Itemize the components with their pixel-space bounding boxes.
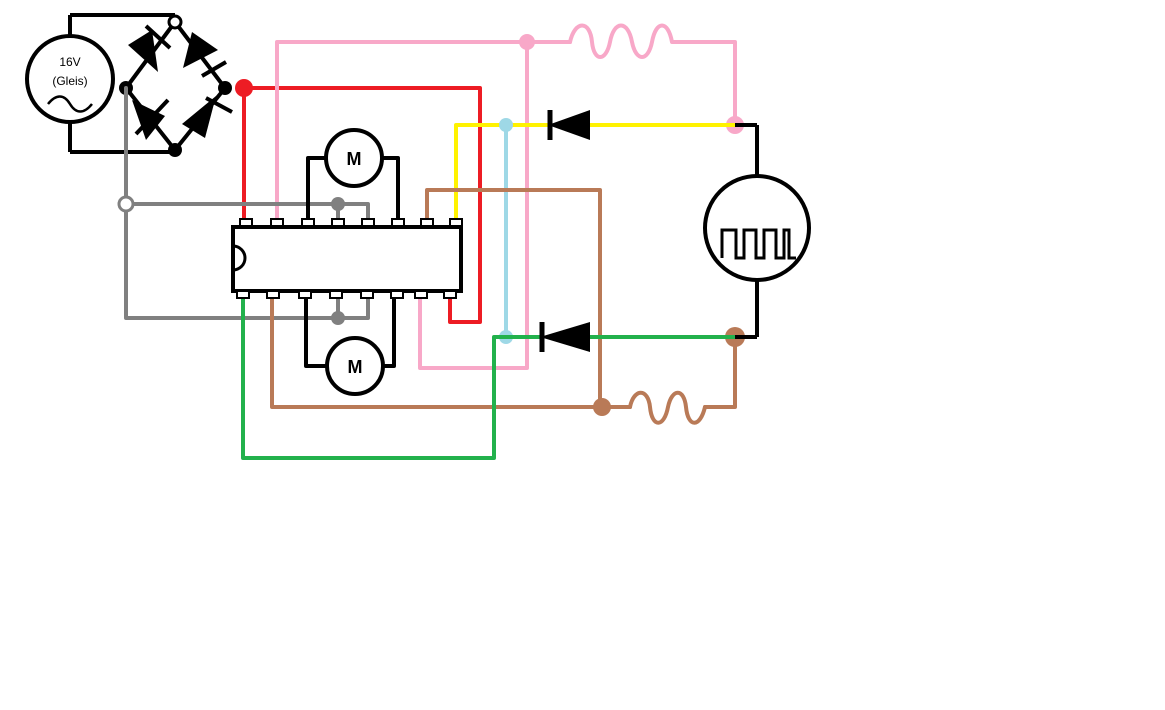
gray-junction bbox=[117, 195, 135, 213]
motor-top: M bbox=[306, 128, 400, 220]
diode-icon bbox=[183, 32, 228, 78]
red-wire bbox=[242, 86, 482, 324]
diode-icon bbox=[547, 110, 590, 140]
brown-resistor-icon bbox=[628, 390, 707, 425]
ic-pin-bottom-5 bbox=[360, 290, 374, 299]
yellow-wire bbox=[454, 123, 737, 222]
motor-top-label: M bbox=[347, 149, 362, 169]
lightblue-junction bbox=[499, 118, 513, 132]
ic-chip bbox=[231, 218, 463, 299]
ic-pin-top-8 bbox=[449, 218, 463, 227]
square-wave-icon bbox=[720, 228, 796, 260]
ic-pin-top-5 bbox=[361, 218, 375, 227]
ac-wave-icon bbox=[47, 95, 93, 113]
ic-pin-bottom-3 bbox=[298, 290, 312, 299]
ic-pin-bottom-6 bbox=[390, 290, 404, 299]
ic-pin-top-7 bbox=[420, 218, 434, 227]
ic-pin-bottom-1 bbox=[236, 290, 250, 299]
motor-bottom-label: M bbox=[348, 357, 363, 377]
diode-icon bbox=[132, 98, 170, 140]
ic-notch-icon bbox=[232, 244, 247, 272]
ic-pin-top-3 bbox=[301, 218, 315, 227]
ic-pin-top-1 bbox=[239, 218, 253, 227]
ic-pin-top-2 bbox=[270, 218, 284, 227]
red-junction bbox=[235, 79, 253, 97]
source-track-label: (Gleis) bbox=[52, 74, 87, 88]
ic-pin-top-4 bbox=[331, 218, 345, 227]
diode-icon bbox=[128, 24, 172, 72]
brown-junction bbox=[593, 398, 611, 416]
gray-junction bbox=[331, 197, 345, 211]
diode-icon bbox=[182, 96, 233, 138]
ic-top-pins bbox=[239, 218, 463, 227]
bridge-rectifier bbox=[119, 14, 233, 157]
ic-bottom-pins bbox=[236, 290, 457, 299]
ic-pin-top-6 bbox=[391, 218, 405, 227]
ic-pin-bottom-2 bbox=[266, 290, 280, 299]
ac-source: 16V (Gleis) bbox=[25, 13, 175, 154]
brown-wire bbox=[270, 188, 737, 409]
diode-icon bbox=[539, 322, 590, 352]
green-wire bbox=[241, 295, 737, 460]
ic-pin-bottom-8 bbox=[443, 290, 457, 299]
motor-bottom: M bbox=[304, 297, 396, 396]
pink-inductor-icon bbox=[568, 23, 682, 59]
pink-junction bbox=[519, 34, 535, 50]
gray-junction bbox=[331, 311, 345, 325]
pink-wire bbox=[275, 40, 737, 370]
square-wave-generator bbox=[703, 123, 811, 339]
ic-pin-bottom-4 bbox=[329, 290, 343, 299]
gray-wire bbox=[124, 86, 370, 320]
ic-pin-bottom-7 bbox=[414, 290, 428, 299]
source-voltage-label: 16V bbox=[59, 55, 80, 69]
